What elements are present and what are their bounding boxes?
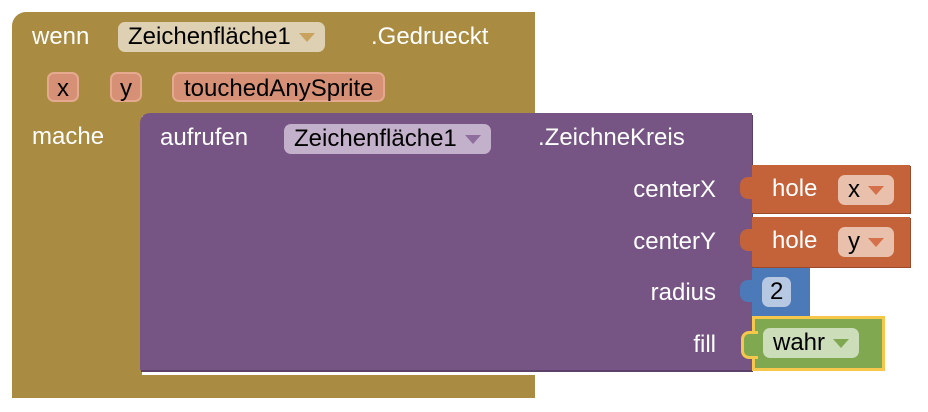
component-dropdown[interactable]: Zeichenfläche1 <box>118 22 325 52</box>
var-name: x <box>848 176 860 203</box>
boolean-true-block[interactable]: wahr <box>741 316 885 371</box>
param-x[interactable]: x <box>47 72 79 102</box>
chevron-down-icon <box>298 33 315 43</box>
arg-centerX-label: centerX <box>633 176 716 203</box>
get-x-block[interactable]: hole x <box>740 165 910 213</box>
puzzle-tab <box>740 280 754 302</box>
call-component-dropdown[interactable]: Zeichenfläche1 <box>284 124 491 154</box>
when-keyword: wenn <box>32 23 90 50</box>
boolean-dropdown[interactable]: wahr <box>763 328 860 358</box>
arg-fill-label: fill <box>693 331 716 358</box>
var-x-dropdown[interactable]: x <box>838 175 894 205</box>
arg-radius-label: radius <box>650 279 716 306</box>
number-block[interactable]: 2 <box>740 268 810 316</box>
event-block-footer <box>12 375 535 398</box>
param-touchedAnySprite[interactable]: touchedAnySprite <box>172 72 386 102</box>
get-y-block[interactable]: hole y <box>740 217 910 267</box>
param-y[interactable]: y <box>110 72 142 102</box>
number-field[interactable]: 2 <box>762 277 792 307</box>
puzzle-tab <box>740 229 754 251</box>
call-keyword: aufrufen <box>160 124 249 151</box>
event-name: .Gedrueckt <box>371 23 489 50</box>
call-component-name: Zeichenfläche1 <box>294 125 457 152</box>
get-keyword: hole <box>772 227 818 254</box>
var-name: y <box>848 228 860 255</box>
call-draw-circle-block[interactable]: aufrufen Zeichenfläche1 .ZeichneKreis ce… <box>140 113 752 370</box>
do-label: mache <box>32 123 105 150</box>
arg-centerY-label: centerY <box>633 228 716 255</box>
chevron-down-icon <box>868 186 884 196</box>
chevron-down-icon <box>833 339 850 349</box>
component-name: Zeichenfläche1 <box>128 23 291 50</box>
boolean-value: wahr <box>773 329 826 356</box>
puzzle-tab <box>740 177 754 199</box>
get-keyword: hole <box>772 175 818 202</box>
var-y-dropdown[interactable]: y <box>838 227 894 257</box>
puzzle-tab <box>741 331 758 359</box>
event-block-arm <box>12 110 142 380</box>
chevron-down-icon <box>868 238 884 248</box>
chevron-down-icon <box>464 135 481 145</box>
method-name: .ZeichneKreis <box>538 124 685 151</box>
